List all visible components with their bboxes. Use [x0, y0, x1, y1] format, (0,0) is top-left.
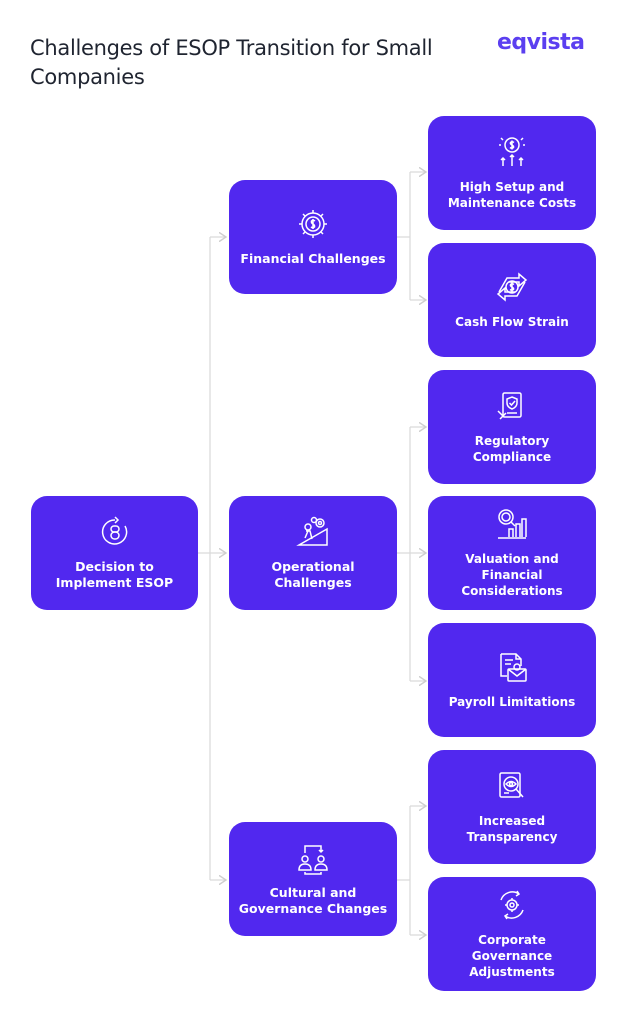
node-label: Regulatory Compliance [472, 434, 552, 464]
gear-dollar-icon [299, 210, 327, 238]
eye-document-icon [499, 772, 524, 798]
node-regulatory-compliance: Regulatory Compliance [428, 370, 596, 484]
climb-gears-icon [296, 516, 328, 546]
node-financial-challenges: Financial Challenges [229, 180, 397, 294]
node-valuation-and-financial-considerations: Valuation and Financial Considerations [428, 496, 596, 610]
node-increased-transparency: Increased Transparency [428, 750, 596, 864]
dollar-growth-icon [499, 137, 525, 166]
people-exchange-icon [298, 845, 328, 875]
node-label: Cultural and Governance Changes [238, 885, 388, 916]
cash-flow-icon [496, 272, 528, 302]
node-label: Payroll Limitations [448, 695, 576, 709]
node-label: Cash Flow Strain [455, 315, 569, 329]
page-title: Challenges of ESOP Transition for Small … [30, 36, 433, 89]
node-label: Decision to Implement ESOP [55, 559, 174, 590]
node-cultural-and-governance-changes: Cultural and Governance Changes [229, 822, 397, 936]
node-label: Valuation and Financial Considerations [461, 552, 563, 598]
payroll-envelope-icon [500, 653, 527, 682]
node-label: Corporate Governance Adjustments [469, 933, 555, 979]
node-decision-to-implement-esop: Decision to Implement ESOP [31, 496, 198, 610]
node-payroll-limitations: Payroll Limitations [428, 623, 596, 737]
compliance-document-icon [497, 392, 522, 420]
node-label: Operational Challenges [271, 559, 355, 590]
governance-cycle-icon [500, 890, 524, 920]
node-operational-challenges: Operational Challenges [229, 496, 397, 610]
node-label: High Setup and Maintenance Costs [447, 180, 577, 210]
node-label: Increased Transparency [466, 814, 558, 844]
node-corporate-governance-adjustments: Corporate Governance Adjustments [428, 877, 596, 991]
node-high-setup-and-maintenance-costs: High Setup and Maintenance Costs [428, 116, 596, 230]
brand-logo: eqvista [497, 30, 585, 55]
valuation-chart-icon [498, 509, 527, 539]
node-label: Financial Challenges [240, 251, 386, 266]
node-cash-flow-strain: Cash Flow Strain [428, 243, 596, 357]
decision-icon [101, 516, 127, 545]
